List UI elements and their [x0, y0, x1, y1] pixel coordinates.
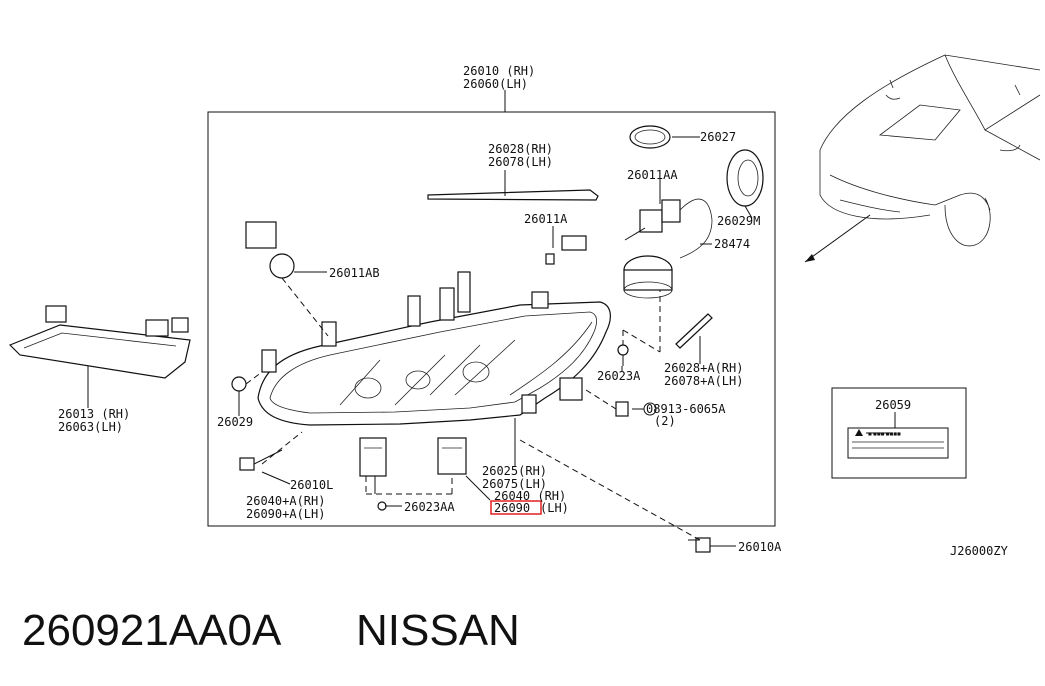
nut [615, 401, 629, 417]
label-nut: 08913-6065A (2) [646, 402, 726, 428]
screw-aa [377, 501, 387, 511]
label-bolt-left: 26010L [290, 478, 333, 492]
igniter-socket [623, 255, 673, 299]
label-seal-strip: 26028(RH) 26078(LH) [488, 142, 553, 169]
dashed-guides [245, 277, 701, 541]
caption-part-number: 260921AA0A [22, 606, 282, 655]
label-screw-aa: 26023AA [404, 500, 455, 514]
svg-text:26010 (RH): 26010 (RH) [463, 64, 535, 78]
small-bulb [545, 235, 587, 265]
turn-bulb [245, 221, 295, 279]
clip-screw [617, 344, 629, 366]
label-bulb-hid: 26011AA [627, 168, 678, 182]
label-o-ring: 26027 [700, 130, 736, 144]
caution-label-box [831, 387, 967, 479]
leader-lines [87, 90, 896, 547]
label-actuator-b-rh: 26040 (RH) [494, 489, 566, 503]
actuator-b [437, 437, 467, 475]
lamp-trim [8, 305, 191, 379]
vehicle-outline [804, 54, 1041, 263]
highlight-box [490, 500, 542, 515]
headlamp-cap [726, 149, 764, 207]
svg-text:26060(LH): 26060(LH) [463, 77, 528, 91]
seal-plus [675, 313, 713, 349]
svg-text:26063(LH): 26063(LH) [58, 420, 123, 434]
svg-text:26078+A(LH): 26078+A(LH) [664, 374, 743, 388]
label-cap: 26029M [717, 214, 760, 228]
label-actuator-a: 26040+A(RH) 26090+A(LH) [246, 494, 325, 521]
bolt-right [688, 537, 711, 553]
bolt-left [239, 449, 283, 471]
svg-text:08913-6065A: 08913-6065A [646, 402, 726, 416]
diagram-reference: J26000ZY [950, 544, 1009, 558]
seal-strip [427, 189, 599, 201]
svg-text:26090+A(LH): 26090+A(LH) [246, 507, 325, 521]
socket [231, 376, 247, 392]
label-bracket: 26025(RH) 26075(LH) [482, 464, 547, 491]
label-actuator-b-lh-side: (LH) [540, 501, 569, 515]
svg-text:26078(LH): 26078(LH) [488, 155, 553, 169]
label-caution-text: ■ ■■■ ■■■■ [868, 431, 901, 436]
svg-text:26028+A(RH): 26028+A(RH) [664, 361, 743, 375]
headlamp-housing [257, 271, 611, 426]
label-socket: 26029 [217, 415, 253, 429]
label-caution: 26059 [875, 398, 911, 412]
label-actuator-b-lh-code: 26090 [494, 501, 530, 515]
hid-bulb [624, 198, 713, 259]
label-bolt-right: 26010A [738, 540, 782, 554]
label-clip-screw: 26023A [597, 369, 641, 383]
svg-text:26075(LH): 26075(LH) [482, 477, 547, 491]
label-bulb-small: 26011A [524, 212, 568, 226]
svg-text:26028(RH): 26028(RH) [488, 142, 553, 156]
label-bulb-turn: 26011AB [329, 266, 380, 280]
label-assembly: 26010 (RH) 26060(LH) [463, 64, 535, 91]
actuator-a [359, 437, 387, 477]
o-ring [629, 125, 671, 149]
caption-brand: NISSAN [356, 606, 520, 655]
svg-text:26013 (RH): 26013 (RH) [58, 407, 130, 421]
svg-text:26040+A(RH): 26040+A(RH) [246, 494, 325, 508]
label-seal-plus: 26028+A(RH) 26078+A(LH) [664, 361, 743, 388]
label-harness: 28474 [714, 237, 750, 251]
svg-text:26025(RH): 26025(RH) [482, 464, 547, 478]
label-lamp-trim: 26013 (RH) 26063(LH) [58, 407, 130, 434]
svg-text:(2): (2) [654, 414, 676, 428]
assembly-frame [207, 111, 776, 527]
